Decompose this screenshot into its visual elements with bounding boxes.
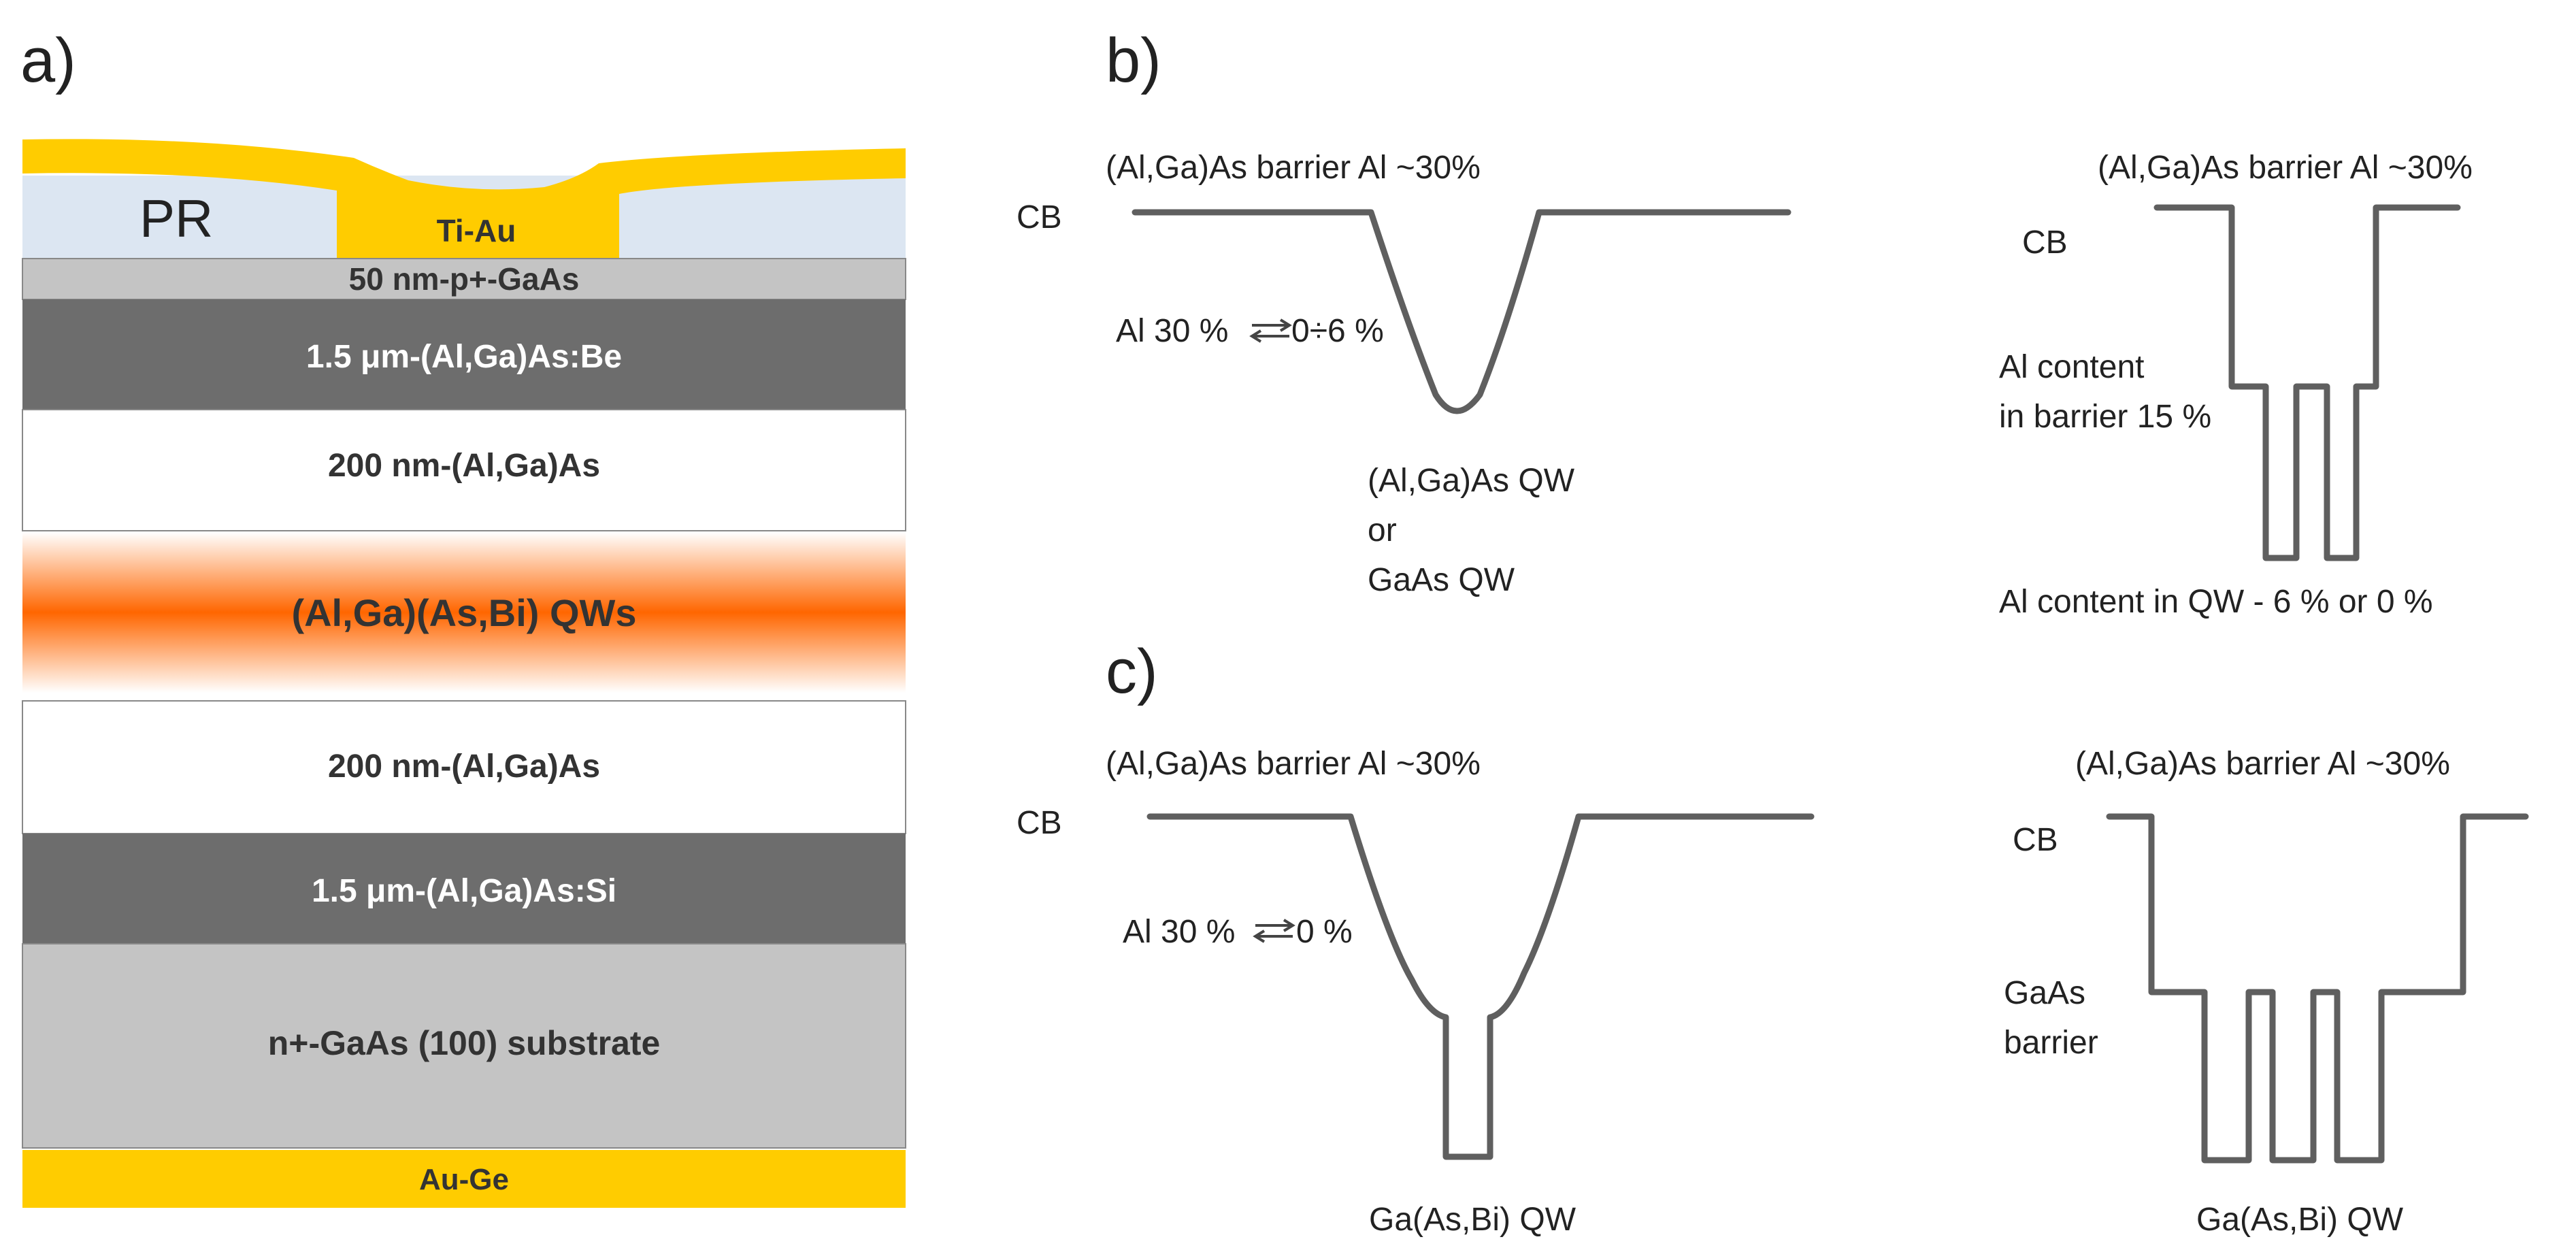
- b-left-band-profile: [1132, 209, 1791, 414]
- b-right-qw-content: Al content in QW - 6 % or 0 %: [1999, 584, 2433, 620]
- au-ge-contact: [22, 1150, 906, 1208]
- layer-substrate-label: n+-GaAs (100) substrate: [268, 1024, 661, 1062]
- c-left-band-profile: [1146, 813, 1815, 1160]
- layer-algaas-si-label: 1.5 μm-(Al,Ga)As:Si: [312, 873, 616, 909]
- layer-qws: [22, 532, 906, 693]
- c-left-grad-left: Al 30 %: [1123, 914, 1235, 950]
- c-right-qw-label: Ga(As,Bi) QW: [2196, 1202, 2404, 1238]
- b-left-grad-right: 0÷6 %: [1291, 313, 1384, 349]
- exchange-arrows-icon: [1249, 318, 1292, 343]
- b-left-qw-line3: GaAs QW: [1368, 562, 1515, 598]
- c-right-barrier-label: (Al,Ga)As barrier Al ~30%: [2075, 746, 2450, 782]
- c-right-gaas-line1: GaAs: [2004, 975, 2085, 1011]
- layer-algaas-be-label: 1.5 μm-(Al,Ga)As:Be: [306, 339, 622, 375]
- photoresist-label: PR: [139, 188, 213, 248]
- c-right-cb-label: CB: [2013, 822, 2058, 858]
- c-left-grad-right: 0 %: [1296, 914, 1353, 950]
- panel-b: b) (Al,Ga)As barrier Al ~30% CB Al 30 % …: [1017, 26, 2473, 620]
- b-right-barrier-label: (Al,Ga)As barrier Al ~30%: [2098, 150, 2473, 186]
- b-right-cb-label: CB: [2022, 225, 2068, 261]
- b-right-band-profile: [2153, 204, 2461, 561]
- layer-algaas-si: [22, 834, 906, 944]
- layer-p-gaas: [22, 258, 906, 300]
- b-right-al-line1: Al content: [1999, 349, 2144, 385]
- c-left-barrier-label: (Al,Ga)As barrier Al ~30%: [1106, 746, 1481, 782]
- panel-a-label: a): [20, 26, 76, 95]
- c-right-gaas-line2: barrier: [2004, 1025, 2098, 1061]
- layer-algaas-bottom-label: 200 nm-(Al,Ga)As: [328, 749, 600, 785]
- b-left-qw-line2: or: [1368, 512, 1397, 548]
- layer-p-gaas-label: 50 nm-p+-GaAs: [349, 261, 580, 297]
- b-left-cb-label: CB: [1017, 199, 1062, 235]
- ti-au-contact: [22, 139, 906, 259]
- b-left-qw-line1: (Al,Ga)As QW: [1368, 463, 1575, 499]
- layer-qws-label: (Al,Ga)(As,Bi) QWs: [291, 591, 636, 634]
- ti-au-label: Ti-Au: [437, 213, 516, 248]
- panel-c: c) (Al,Ga)As barrier Al ~30% CB Al 30 % …: [1017, 637, 2529, 1238]
- b-left-barrier-label: (Al,Ga)As barrier Al ~30%: [1106, 150, 1481, 186]
- c-left-qw-label: Ga(As,Bi) QW: [1369, 1202, 1576, 1238]
- b-left-grad-left: Al 30 %: [1116, 313, 1228, 349]
- layer-algaas-top-label: 200 nm-(Al,Ga)As: [328, 448, 600, 484]
- au-ge-label: Au-Ge: [419, 1163, 509, 1196]
- panel-a: a) PR Ti-Au 50 nm-p+-GaAs 1.5 μm-(Al,Ga)…: [20, 26, 906, 1208]
- panel-c-label: c): [1106, 637, 1158, 706]
- exchange-arrows-icon: [1253, 919, 1295, 943]
- c-right-band-profile: [2106, 813, 2529, 1164]
- b-right-al-line2: in barrier 15 %: [1999, 399, 2211, 435]
- layer-algaas-top: [22, 409, 906, 531]
- layer-substrate: [22, 943, 906, 1149]
- layer-algaas-be: [22, 299, 906, 410]
- c-left-cb-label: CB: [1017, 805, 1062, 841]
- panel-b-label: b): [1106, 26, 1161, 95]
